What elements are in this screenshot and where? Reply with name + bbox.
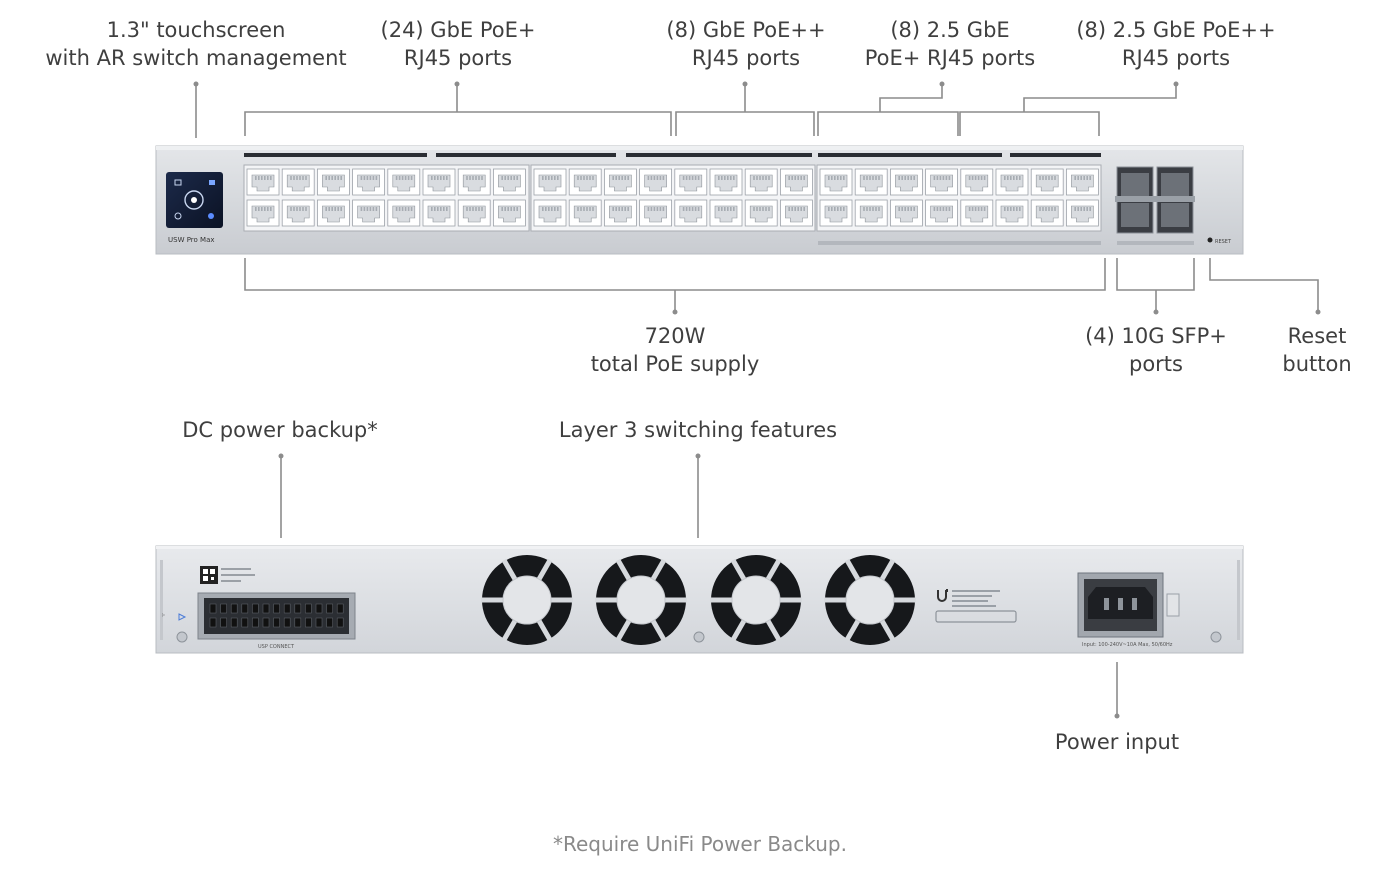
sfp-cages[interactable] <box>1115 166 1195 234</box>
label-poe-supply: 720W total PoE supply <box>590 324 760 376</box>
rj45-port[interactable] <box>533 199 567 227</box>
callout-dots <box>193 81 1321 719</box>
label-gbe-poe-plus: (24) GbE PoE+ RJ45 ports <box>380 18 536 70</box>
fan-icon <box>824 555 916 645</box>
rj45-port[interactable] <box>854 199 888 227</box>
rj45-port[interactable] <box>925 168 958 196</box>
fan-icon <box>481 555 573 645</box>
rj45-port[interactable] <box>1030 199 1064 227</box>
rj45-port[interactable] <box>709 199 743 227</box>
rj45-port[interactable] <box>281 199 315 227</box>
rj45-port[interactable] <box>744 168 778 196</box>
rj45-port[interactable] <box>780 199 813 227</box>
rj45-port[interactable] <box>890 168 923 196</box>
label-sfp-ports: (4) 10G SFP+ ports <box>1085 324 1227 376</box>
rj45-port[interactable] <box>422 168 456 196</box>
rj45-port[interactable] <box>890 199 923 227</box>
rj45-port[interactable] <box>995 199 1029 227</box>
rj45-port[interactable] <box>457 168 491 196</box>
rj45-port[interactable] <box>492 168 526 196</box>
rj45-port[interactable] <box>709 168 743 196</box>
callout-lines <box>195 84 1319 716</box>
rj45-port[interactable] <box>533 168 567 196</box>
rj45-port[interactable] <box>246 199 280 227</box>
usp-connect-text: USP CONNECT <box>258 644 295 650</box>
label-2-5gbe-poe-plusplus: (8) 2.5 GbE PoE++ RJ45 ports <box>1076 18 1276 70</box>
label-touchscreen: 1.3" touchscreen with AR switch manageme… <box>45 18 347 70</box>
front-panel: USW Pro Max RESET <box>155 145 1244 255</box>
reset-text: RESET <box>1215 239 1232 245</box>
fan-icon <box>595 555 687 645</box>
rj45-port[interactable] <box>352 199 386 227</box>
rj45-port[interactable] <box>457 199 491 227</box>
rj45-port[interactable] <box>960 168 994 196</box>
rj45-port[interactable] <box>352 168 386 196</box>
fan-icon <box>710 555 802 645</box>
label-2-5gbe-poe-plus: (8) 2.5 GbE PoE+ RJ45 ports <box>864 18 1036 70</box>
rj45-port[interactable] <box>674 199 708 227</box>
rj45-port[interactable] <box>604 199 637 227</box>
rear-panel: USP CONNECT ▷ Input <box>155 545 1244 654</box>
rj45-port[interactable] <box>387 199 421 227</box>
rj45-port[interactable] <box>568 199 602 227</box>
label-reset-button: Reset button <box>1282 324 1352 376</box>
reset-pinhole[interactable] <box>1207 237 1213 243</box>
label-gbe-poe-plusplus: (8) GbE PoE++ RJ45 ports <box>666 18 826 70</box>
ubiquiti-logo <box>937 589 948 602</box>
rj45-port[interactable] <box>819 168 853 196</box>
power-latch <box>1166 593 1180 617</box>
rj45-port[interactable] <box>1066 199 1099 227</box>
rj45-port[interactable] <box>568 168 602 196</box>
rj45-port[interactable] <box>925 199 958 227</box>
rj45-port[interactable] <box>639 199 672 227</box>
label-dc-power-backup: DC power backup* <box>182 418 378 442</box>
footnote: *Require UniFi Power Backup. <box>552 832 847 856</box>
label-layer3: Layer 3 switching features <box>558 418 838 442</box>
rj45-port[interactable] <box>316 168 350 196</box>
rj45-port[interactable] <box>995 168 1029 196</box>
rj45-port[interactable] <box>639 168 672 196</box>
rj45-port[interactable] <box>316 199 350 227</box>
label-power-input: Power input <box>1054 730 1180 754</box>
model-name: USW Pro Max <box>168 236 215 244</box>
rj45-port[interactable] <box>281 168 315 196</box>
rj45-port[interactable] <box>819 199 853 227</box>
rj45-port[interactable] <box>960 199 994 227</box>
rj45-port[interactable] <box>1066 168 1099 196</box>
rj45-port[interactable] <box>674 168 708 196</box>
rj45-port[interactable] <box>744 199 778 227</box>
svg-text:▷: ▷ <box>162 612 166 617</box>
rj45-port[interactable] <box>387 168 421 196</box>
rj45-port[interactable] <box>780 168 813 196</box>
power-rating-text: Input: 100-240V~10A Max, 50/60Hz <box>1082 642 1173 648</box>
rj45-ports <box>246 168 1099 227</box>
rj45-port[interactable] <box>492 199 526 227</box>
rj45-port[interactable] <box>1030 168 1064 196</box>
rj45-port[interactable] <box>604 168 637 196</box>
touchscreen-display[interactable] <box>166 172 223 228</box>
rj45-port[interactable] <box>854 168 888 196</box>
rj45-port[interactable] <box>422 199 456 227</box>
ac-power-inlet[interactable] <box>1077 572 1164 638</box>
rj45-port[interactable] <box>246 168 280 196</box>
dc-backup-connector[interactable] <box>197 592 356 640</box>
fans <box>481 555 916 645</box>
